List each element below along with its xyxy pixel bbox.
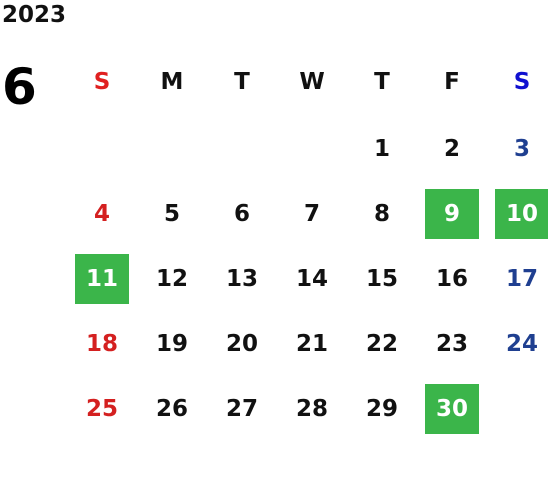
day-cell[interactable]: 16	[435, 266, 468, 292]
highlighted-day-cell[interactable]: 10	[495, 189, 548, 239]
day-cell[interactable]: 7	[303, 201, 320, 227]
day-cell[interactable]: 27	[225, 396, 258, 422]
weekday-header-wed: W	[299, 69, 325, 95]
highlighted-day-cell[interactable]: 30	[425, 384, 479, 434]
day-cell[interactable]: 14	[295, 266, 328, 292]
day-cell[interactable]: 19	[155, 331, 188, 357]
day-cell[interactable]: 18	[85, 331, 118, 357]
day-cell[interactable]: 24	[505, 331, 538, 357]
day-cell[interactable]: 21	[295, 331, 328, 357]
calendar-year: 2023	[2, 2, 67, 28]
day-cell[interactable]: 29	[365, 396, 398, 422]
day-cell[interactable]: 26	[155, 396, 188, 422]
weekday-header-tue: T	[234, 69, 250, 95]
day-cell[interactable]: 12	[155, 266, 188, 292]
weekday-header-sat: S	[513, 69, 531, 95]
calendar-month: 6	[2, 58, 37, 116]
day-cell[interactable]: 17	[505, 266, 538, 292]
day-cell[interactable]: 25	[85, 396, 118, 422]
day-cell[interactable]: 4	[93, 201, 110, 227]
day-cell[interactable]: 23	[435, 331, 468, 357]
weekday-header-fri: F	[444, 69, 460, 95]
day-cell[interactable]: 3	[513, 136, 530, 162]
day-cell[interactable]: 20	[225, 331, 258, 357]
day-cell[interactable]: 13	[225, 266, 258, 292]
day-cell[interactable]: 6	[233, 201, 250, 227]
weekday-header-thu: T	[374, 69, 390, 95]
day-cell[interactable]: 15	[365, 266, 398, 292]
day-cell[interactable]: 28	[295, 396, 328, 422]
highlighted-day-cell[interactable]: 11	[75, 254, 129, 304]
day-cell[interactable]: 22	[365, 331, 398, 357]
highlighted-day-cell[interactable]: 9	[425, 189, 479, 239]
day-cell[interactable]: 2	[443, 136, 460, 162]
day-cell[interactable]: 1	[373, 136, 390, 162]
weekday-header-mon: M	[160, 69, 184, 95]
day-cell[interactable]: 5	[163, 201, 180, 227]
day-cell[interactable]: 8	[373, 201, 390, 227]
weekday-header-sun: S	[93, 69, 111, 95]
